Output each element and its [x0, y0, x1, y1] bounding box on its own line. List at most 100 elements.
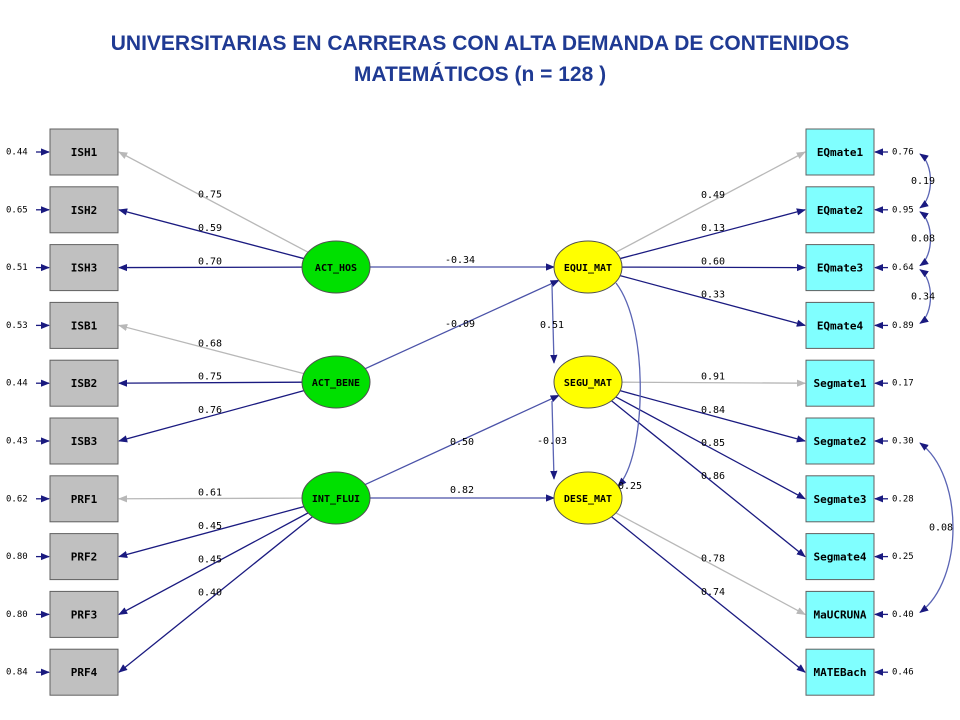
loading-path-prf3 — [118, 512, 309, 615]
indicator-box-prf2 — [49, 533, 119, 581]
indicator-box-segmate4 — [805, 533, 875, 581]
loading-path-eqmate3 — [621, 263, 806, 272]
loading-value-prf2: 0.45 — [198, 521, 222, 532]
indicator-label-prf4: PRF4 — [71, 666, 98, 679]
indicator-box-eqmate3 — [805, 244, 875, 292]
error-value-segmate3: 0.28 — [892, 494, 914, 504]
loading-path-segmate1 — [621, 379, 806, 387]
error-value-prf2: 0.80 — [6, 552, 28, 562]
loading-value-segmate2: 0.84 — [701, 405, 725, 416]
error-value-maucruna: 0.40 — [892, 610, 914, 620]
indicator-box-eqmate4 — [805, 301, 875, 349]
indicator-label-isb1: ISB1 — [71, 319, 98, 332]
error-value-eqmate4: 0.89 — [892, 321, 914, 331]
covariance-value-eqmate1-eqmate2: 0.19 — [911, 176, 935, 187]
indicator-label-ish1: ISH1 — [71, 146, 98, 159]
indicator-label-eqmate3: EQmate3 — [817, 262, 863, 275]
loading-path-ish2 — [118, 208, 305, 260]
error-value-ish2: 0.65 — [6, 205, 28, 215]
title-line-1: UNIVERSITARIAS EN CARRERAS CON ALTA DEMA… — [110, 32, 850, 55]
covariance-value-eqmate2-eqmate3: 0.08 — [911, 234, 935, 245]
indicator-label-segmate2: Segmate2 — [814, 435, 867, 448]
error-value-segmate4: 0.25 — [892, 552, 914, 562]
loading-value-prf4: 0.40 — [198, 588, 222, 599]
covariance-value-eqmate3-eqmate4: 0.34 — [911, 292, 935, 303]
indicator-label-segmate3: Segmate3 — [814, 493, 867, 506]
structural-path-segu-mat-to-dese-mat — [550, 400, 558, 480]
indicator-box-isb2 — [49, 359, 119, 407]
latent-ellipse-act-bene — [301, 355, 371, 409]
indicator-box-eqmate1 — [805, 128, 875, 176]
error-value-eqmate1: 0.76 — [892, 148, 914, 158]
loading-path-prf4 — [118, 516, 313, 673]
loading-path-segmate4 — [611, 400, 806, 558]
loading-path-ish3 — [118, 263, 303, 272]
error-value-prf1: 0.62 — [6, 494, 28, 504]
latent-ellipse-equi-mat — [553, 240, 623, 294]
covariance-arc-eqmate2-eqmate3 — [919, 211, 932, 267]
latent-ellipse-dese-mat — [553, 471, 623, 525]
indicator-label-prf2: PRF2 — [71, 551, 98, 564]
error-value-isb3: 0.43 — [6, 437, 28, 447]
indicator-label-prf1: PRF1 — [71, 493, 98, 506]
latent-label-segu-mat: SEGU_MAT — [564, 378, 612, 389]
indicator-box-ish2 — [49, 186, 119, 234]
path-layer — [36, 148, 954, 676]
indicator-label-ish3: ISH3 — [71, 262, 98, 275]
loading-value-isb1: 0.68 — [198, 338, 222, 349]
loading-value-eqmate4: 0.33 — [701, 289, 725, 300]
error-value-matebach: 0.46 — [892, 668, 914, 678]
structural-path-int-flui-to-segu-mat — [364, 394, 560, 486]
structural-value-int-flui-to-segu-mat: 0.50 — [450, 437, 474, 448]
loading-value-ish2: 0.59 — [198, 223, 222, 234]
latent-label-equi-mat: EQUI_MAT — [564, 263, 612, 274]
error-value-prf4: 0.84 — [6, 668, 28, 678]
indicator-box-prf4 — [49, 648, 119, 696]
indicator-label-isb2: ISB2 — [71, 377, 98, 390]
structural-path-equi-mat-to-dese-mat — [615, 282, 641, 487]
covariance-arc-segmate2-maucruna — [919, 442, 954, 613]
error-value-eqmate3: 0.64 — [892, 263, 914, 273]
latent-label-dese-mat: DESE_MAT — [564, 494, 612, 505]
structural-value-act-hos-to-equi-mat: -0.34 — [445, 255, 475, 266]
structural-value-equi-mat-to-segu-mat: 0.51 — [540, 320, 564, 331]
loading-path-prf2 — [118, 505, 305, 558]
loading-path-eqmate4 — [619, 274, 806, 327]
indicator-box-prf3 — [49, 590, 119, 638]
covariance-value-segmate2-maucruna: 0.08 — [929, 523, 953, 534]
indicator-box-matebach — [805, 648, 875, 696]
indicator-label-prf3: PRF3 — [71, 608, 98, 621]
error-value-ish3: 0.51 — [6, 263, 28, 273]
error-value-prf3: 0.80 — [6, 610, 28, 620]
structural-path-equi-mat-to-segu-mat — [550, 284, 558, 364]
loading-value-prf3: 0.45 — [198, 554, 222, 565]
indicator-label-segmate1: Segmate1 — [814, 377, 867, 390]
loading-path-segmate2 — [619, 390, 806, 443]
loading-value-segmate1: 0.91 — [701, 372, 725, 383]
structural-value-segu-mat-to-dese-mat: -0.03 — [537, 436, 567, 447]
indicator-box-prf1 — [49, 475, 119, 523]
diagram-title: UNIVERSITARIAS EN CARRERAS CON ALTA DEMA… — [0, 28, 960, 90]
loading-value-prf1: 0.61 — [198, 487, 222, 498]
loading-path-isb3 — [118, 390, 305, 443]
loading-value-segmate4: 0.86 — [701, 471, 725, 482]
latent-label-act-bene: ACT_BENE — [312, 378, 360, 389]
node-layer: ISH1ISH2ISH3ISB1ISB2ISB3PRF1PRF2PRF3PRF4… — [49, 128, 875, 696]
latent-ellipse-segu-mat — [553, 355, 623, 409]
error-value-ish1: 0.44 — [6, 148, 28, 158]
loading-value-eqmate3: 0.60 — [701, 256, 725, 267]
latent-ellipse-act-hos — [301, 240, 371, 294]
indicator-box-ish3 — [49, 244, 119, 292]
structural-value-equi-mat-to-dese-mat: 0.25 — [618, 481, 642, 492]
loading-value-maucruna: 0.78 — [701, 554, 725, 565]
indicator-box-ish1 — [49, 128, 119, 176]
indicator-box-eqmate2 — [805, 186, 875, 234]
loading-value-matebach: 0.74 — [701, 587, 725, 598]
indicator-label-matebach: MATEBach — [814, 666, 867, 679]
loading-value-eqmate1: 0.49 — [701, 190, 725, 201]
indicator-label-eqmate1: EQmate1 — [817, 146, 864, 159]
error-value-segmate1: 0.17 — [892, 379, 914, 389]
structural-value-int-flui-to-dese-mat: 0.82 — [450, 485, 474, 496]
loading-path-prf1 — [118, 495, 303, 503]
